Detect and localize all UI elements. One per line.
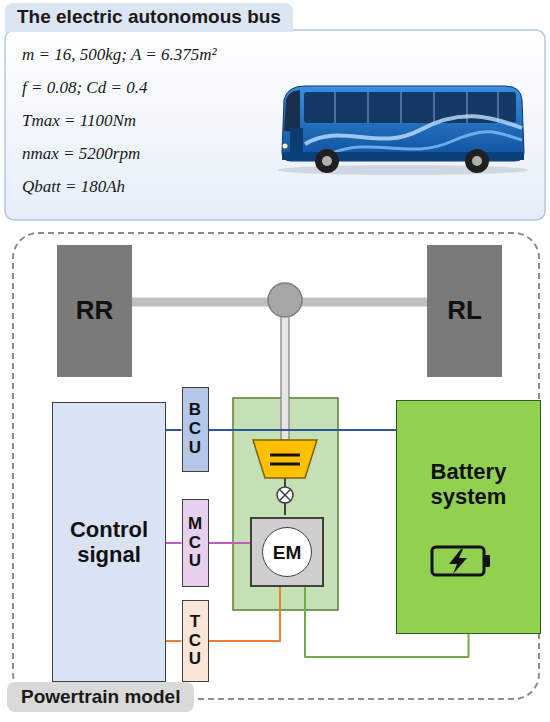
- battery-bolt: [449, 549, 467, 574]
- parameter-text: Tmax = 1100Nm: [22, 111, 136, 131]
- signal-wire: [166, 542, 182, 544]
- panel-title: The electric autonomous bus: [5, 3, 293, 32]
- bus-wave: [305, 116, 522, 144]
- signal-wire: [166, 640, 182, 642]
- bus-hub: [322, 156, 332, 166]
- differential: [268, 283, 302, 317]
- motor-box: EM: [250, 517, 324, 587]
- wheel-label: RL: [447, 296, 482, 326]
- motor-label: EM: [262, 527, 312, 577]
- bus-body: [282, 86, 524, 161]
- bus-windshield: [284, 90, 300, 131]
- battery-icon: [426, 539, 496, 583]
- battery-box: Battery system: [396, 400, 541, 634]
- unit-box: TCU: [182, 600, 209, 682]
- bus-shadow: [278, 165, 528, 175]
- box-label: Control signal: [53, 517, 165, 568]
- box-label: Battery system: [397, 459, 540, 510]
- bus-illustration: [278, 86, 528, 175]
- panel-title: Powertrain model: [7, 682, 194, 712]
- parameter-text: Qbatt = 180Ah: [22, 177, 125, 197]
- battery-case: [432, 547, 484, 575]
- unit-label: TCU: [187, 613, 204, 669]
- unit-box: BCU: [182, 387, 209, 472]
- coupling: [277, 487, 293, 503]
- wheel-label: RR: [76, 296, 114, 326]
- parameter-panel-ground: [5, 30, 545, 220]
- coupling-cross: [279, 489, 290, 500]
- bus-headlight: [283, 144, 288, 149]
- unit-box: MCU: [182, 499, 209, 587]
- bus-wave: [330, 132, 522, 154]
- bus-wheel: [315, 149, 339, 173]
- wheel-box: RR: [57, 245, 132, 377]
- window-frames: [335, 92, 498, 123]
- gear-mark: [270, 454, 300, 457]
- powertrain-panel: Powertrain modelRRRLControl signalBCUMCU…: [12, 232, 540, 700]
- control-box: Control signal: [52, 402, 166, 682]
- coupling-cross: [279, 489, 290, 500]
- unit-label: MCU: [187, 515, 204, 571]
- parameter-text: m = 16, 500kg; A = 6.375m²: [22, 45, 217, 65]
- signal-wire: [209, 587, 281, 641]
- gearbox: [253, 440, 317, 478]
- signal-wire: [209, 542, 251, 544]
- signal-wire: [209, 429, 397, 431]
- parameter-text: nmax = 5200rpm: [22, 144, 140, 164]
- bus-wheel: [465, 149, 489, 173]
- wheel-box: RL: [427, 245, 502, 377]
- unit-label: BCU: [187, 401, 204, 457]
- parameter-text: f = 0.08; Cd = 0.4: [22, 78, 147, 98]
- battery-terminal: [484, 555, 490, 567]
- gear-mark: [270, 463, 300, 466]
- bus-hub: [472, 156, 482, 166]
- drive-shaft: [281, 312, 289, 440]
- bus-door: [290, 128, 303, 156]
- signal-wire: [166, 429, 182, 431]
- parameter-panel: The electric autonomous bus m = 16, 500kg…: [5, 3, 545, 220]
